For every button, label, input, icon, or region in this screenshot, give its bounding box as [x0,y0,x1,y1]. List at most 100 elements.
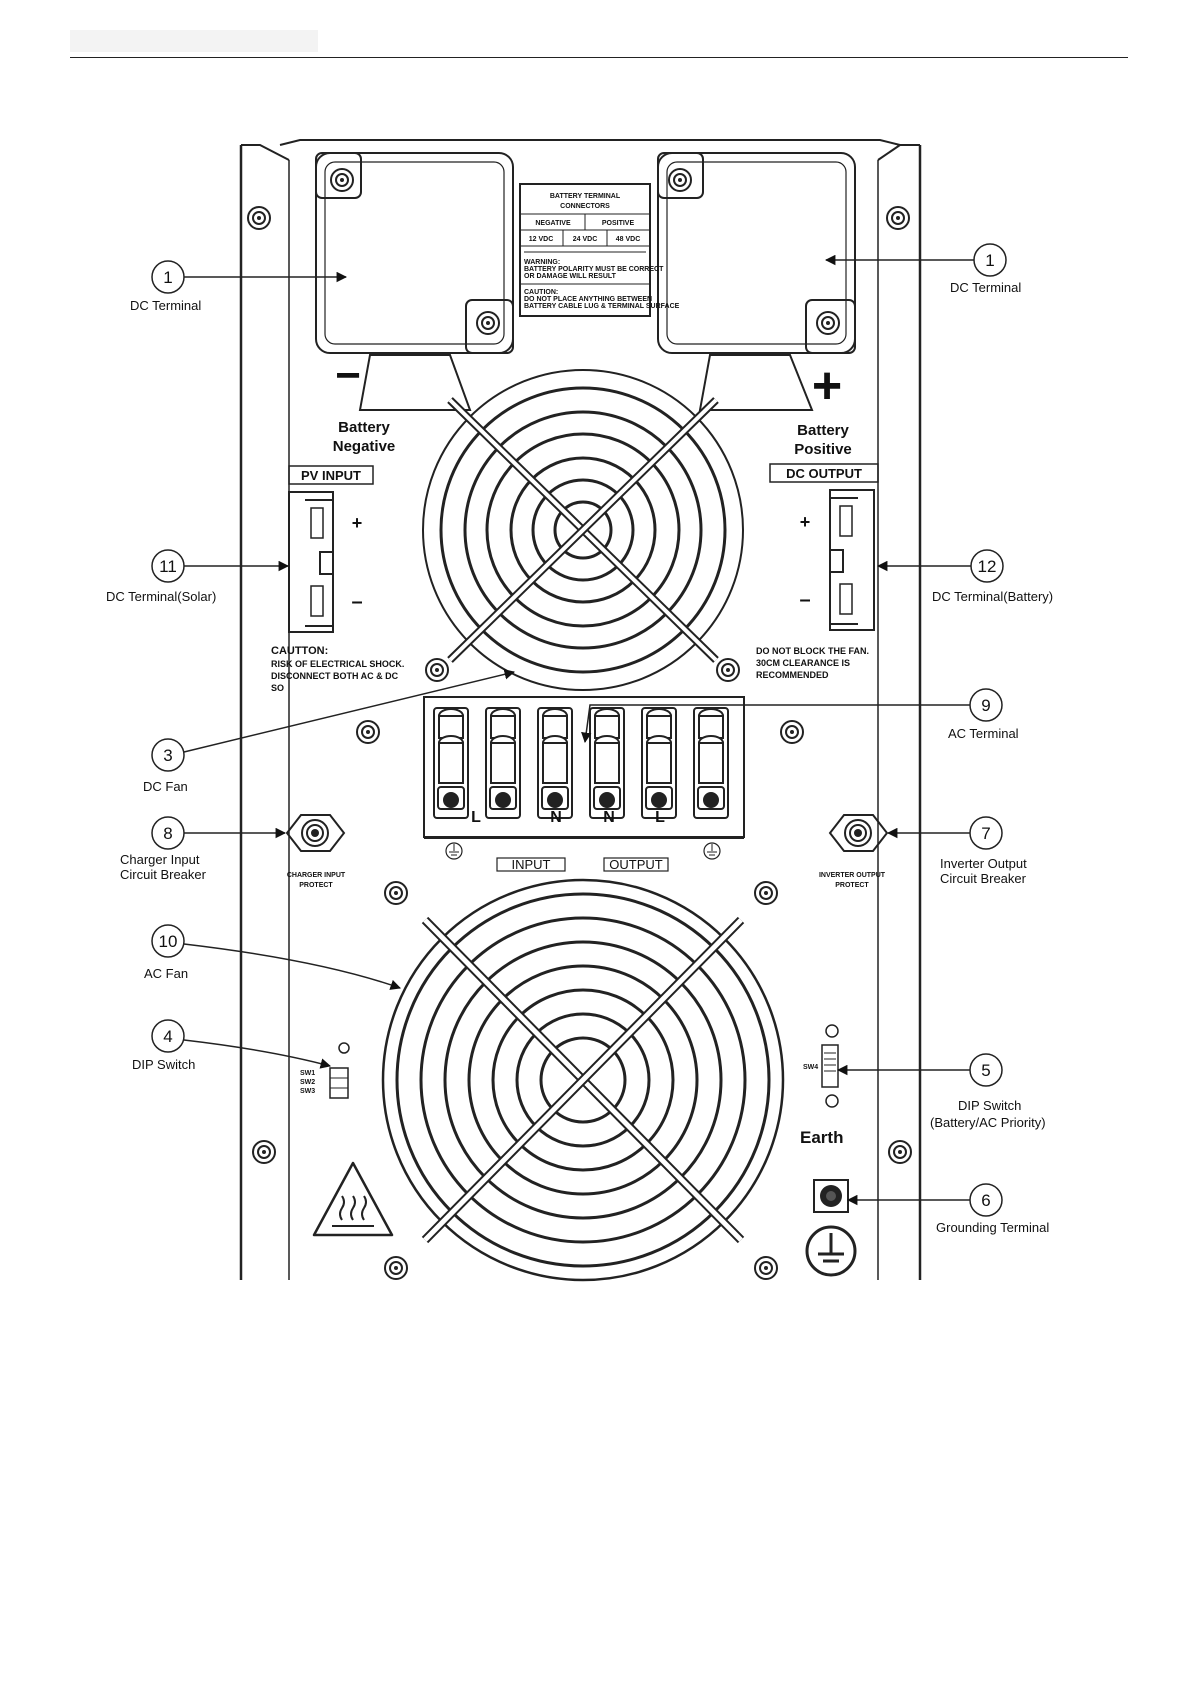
ac-terminal-post [537,707,573,819]
ac-terminal-post [589,707,625,819]
screw-icon [754,881,778,905]
plate-12vdc: 12 VDC [529,236,554,243]
pv-input-connector: PV INPUT + – [288,465,374,633]
callout-label: Circuit Breaker [940,871,1027,886]
earth-symbol-icon [703,842,721,860]
plate-warning: BATTERY POLARITY MUST BE CORRECT [524,266,664,273]
minus-sign: − [335,351,361,400]
callout-number: 6 [981,1191,990,1210]
callout-label: DC Fan [143,779,188,794]
fan-clearance-note: DO NOT BLOCK THE FAN. [756,646,869,656]
input-label-box [496,857,566,872]
screw-icon [384,1256,408,1280]
callout-label: (Battery/AC Priority) [930,1115,1046,1130]
callout-12: 12 DC Terminal(Battery) [876,549,1053,604]
plate-title: CONNECTORS [560,203,610,210]
callout-number: 5 [981,1061,990,1080]
screw-icon [384,881,408,905]
battery-negative-lug [358,354,472,411]
dc-fan [422,369,744,691]
battery-positive-lug [698,354,814,411]
caution-title: CAUTTON: [271,645,328,657]
charger-protect-label: PROTECT [299,882,333,889]
hot-surface-warning-icon [312,1161,394,1237]
input-label: INPUT [512,857,551,872]
callout-label: DIP Switch [132,1057,195,1072]
screw-icon [252,1140,276,1164]
callout-number: 4 [163,1027,172,1046]
plate-negative: NEGATIVE [535,220,571,227]
callout-label: Circuit Breaker [120,867,207,882]
callout-label: DC Terminal [950,280,1021,295]
dc-output-label: DC OUTPUT [786,466,862,481]
screw-icon [716,658,740,682]
terminal-label-l: L [471,809,481,826]
callout-5: 5 DIP Switch (Battery/AC Priority) [836,1053,1046,1130]
grounding-terminal [813,1179,849,1213]
callout-4: 4 DIP Switch [132,1019,332,1072]
battery-negative-label: Battery [338,419,390,436]
earth-symbol-icon [445,842,463,860]
caution-text: DISCONNECT BOTH AC & DC [271,671,399,681]
callout-label: AC Fan [144,966,188,981]
callout-number: 12 [978,557,997,576]
header-band [70,30,318,52]
charger-input-breaker [285,814,346,852]
callout-label: DC Terminal(Solar) [106,589,216,604]
sw3-label: SW3 [300,1088,315,1095]
inverter-protect-label: INVERTER OUTPUT [819,872,886,879]
callout-number: 1 [985,251,994,270]
ac-terminal-post [433,707,469,819]
callout-10: 10 AC Fan [144,924,401,990]
dip-switch-sw1-3 [329,1042,350,1099]
svg-text:–: – [799,589,810,611]
callout-number: 8 [163,824,172,843]
plate-caution: BATTERY CABLE LUG & TERMINAL SURFACE [524,303,680,310]
callout-1-right: 1 DC Terminal [824,243,1021,295]
callout-label: Grounding Terminal [936,1220,1049,1235]
callout-label: AC Terminal [948,726,1019,741]
callout-number: 1 [163,268,172,287]
dc-terminal-cover-right [657,152,856,354]
callout-label: Charger Input [120,852,200,867]
callout-label: Inverter Output [940,856,1027,871]
charger-protect-label: CHARGER INPUT [287,872,346,879]
inverter-output-breaker [828,814,889,852]
callout-6: 6 Grounding Terminal [846,1183,1049,1235]
header-rule [70,57,1128,58]
callout-number: 7 [981,824,990,843]
battery-negative-label: Negative [333,438,396,455]
callout-label: DC Terminal(Battery) [932,589,1053,604]
terminal-label-n: N [550,809,562,826]
battery-terminal-label-plate: BATTERY TERMINAL CONNECTORS NEGATIVE POS… [519,183,680,317]
terminal-label-n: N [603,809,615,826]
callout-number: 11 [159,557,177,576]
ground-symbol-icon [805,1225,857,1277]
svg-text:+: + [352,513,363,533]
callout-number: 10 [159,932,178,951]
plate-title: BATTERY TERMINAL [550,193,621,200]
plus-sign: + [812,357,842,415]
svg-text:+: + [800,512,811,532]
ac-terminal-posts [433,707,729,819]
callout-11: 11 DC Terminal(Solar) [106,549,290,604]
plate-positive: POSITIVE [602,220,635,227]
svg-text:–: – [351,591,362,613]
sw2-label: SW2 [300,1079,315,1086]
callout-label: DC Terminal [130,298,201,313]
callout-3: 3 DC Fan [143,669,516,794]
plate-warning: OR DAMAGE WILL RESULT [524,273,617,280]
plate-48vdc: 48 VDC [616,236,641,243]
earth-label: Earth [800,1128,843,1147]
terminal-label-l: L [655,809,665,826]
ac-terminal-post [693,707,729,819]
screw-icon [888,1140,912,1164]
sw4-label: SW4 [803,1064,818,1071]
pv-input-label: PV INPUT [301,468,361,483]
caution-text: SO [271,683,284,693]
plate-caution: DO NOT PLACE ANYTHING BETWEEN [524,296,652,303]
screw-icon [356,720,380,744]
ac-fan [381,878,785,1282]
ac-terminal-block [423,696,745,839]
